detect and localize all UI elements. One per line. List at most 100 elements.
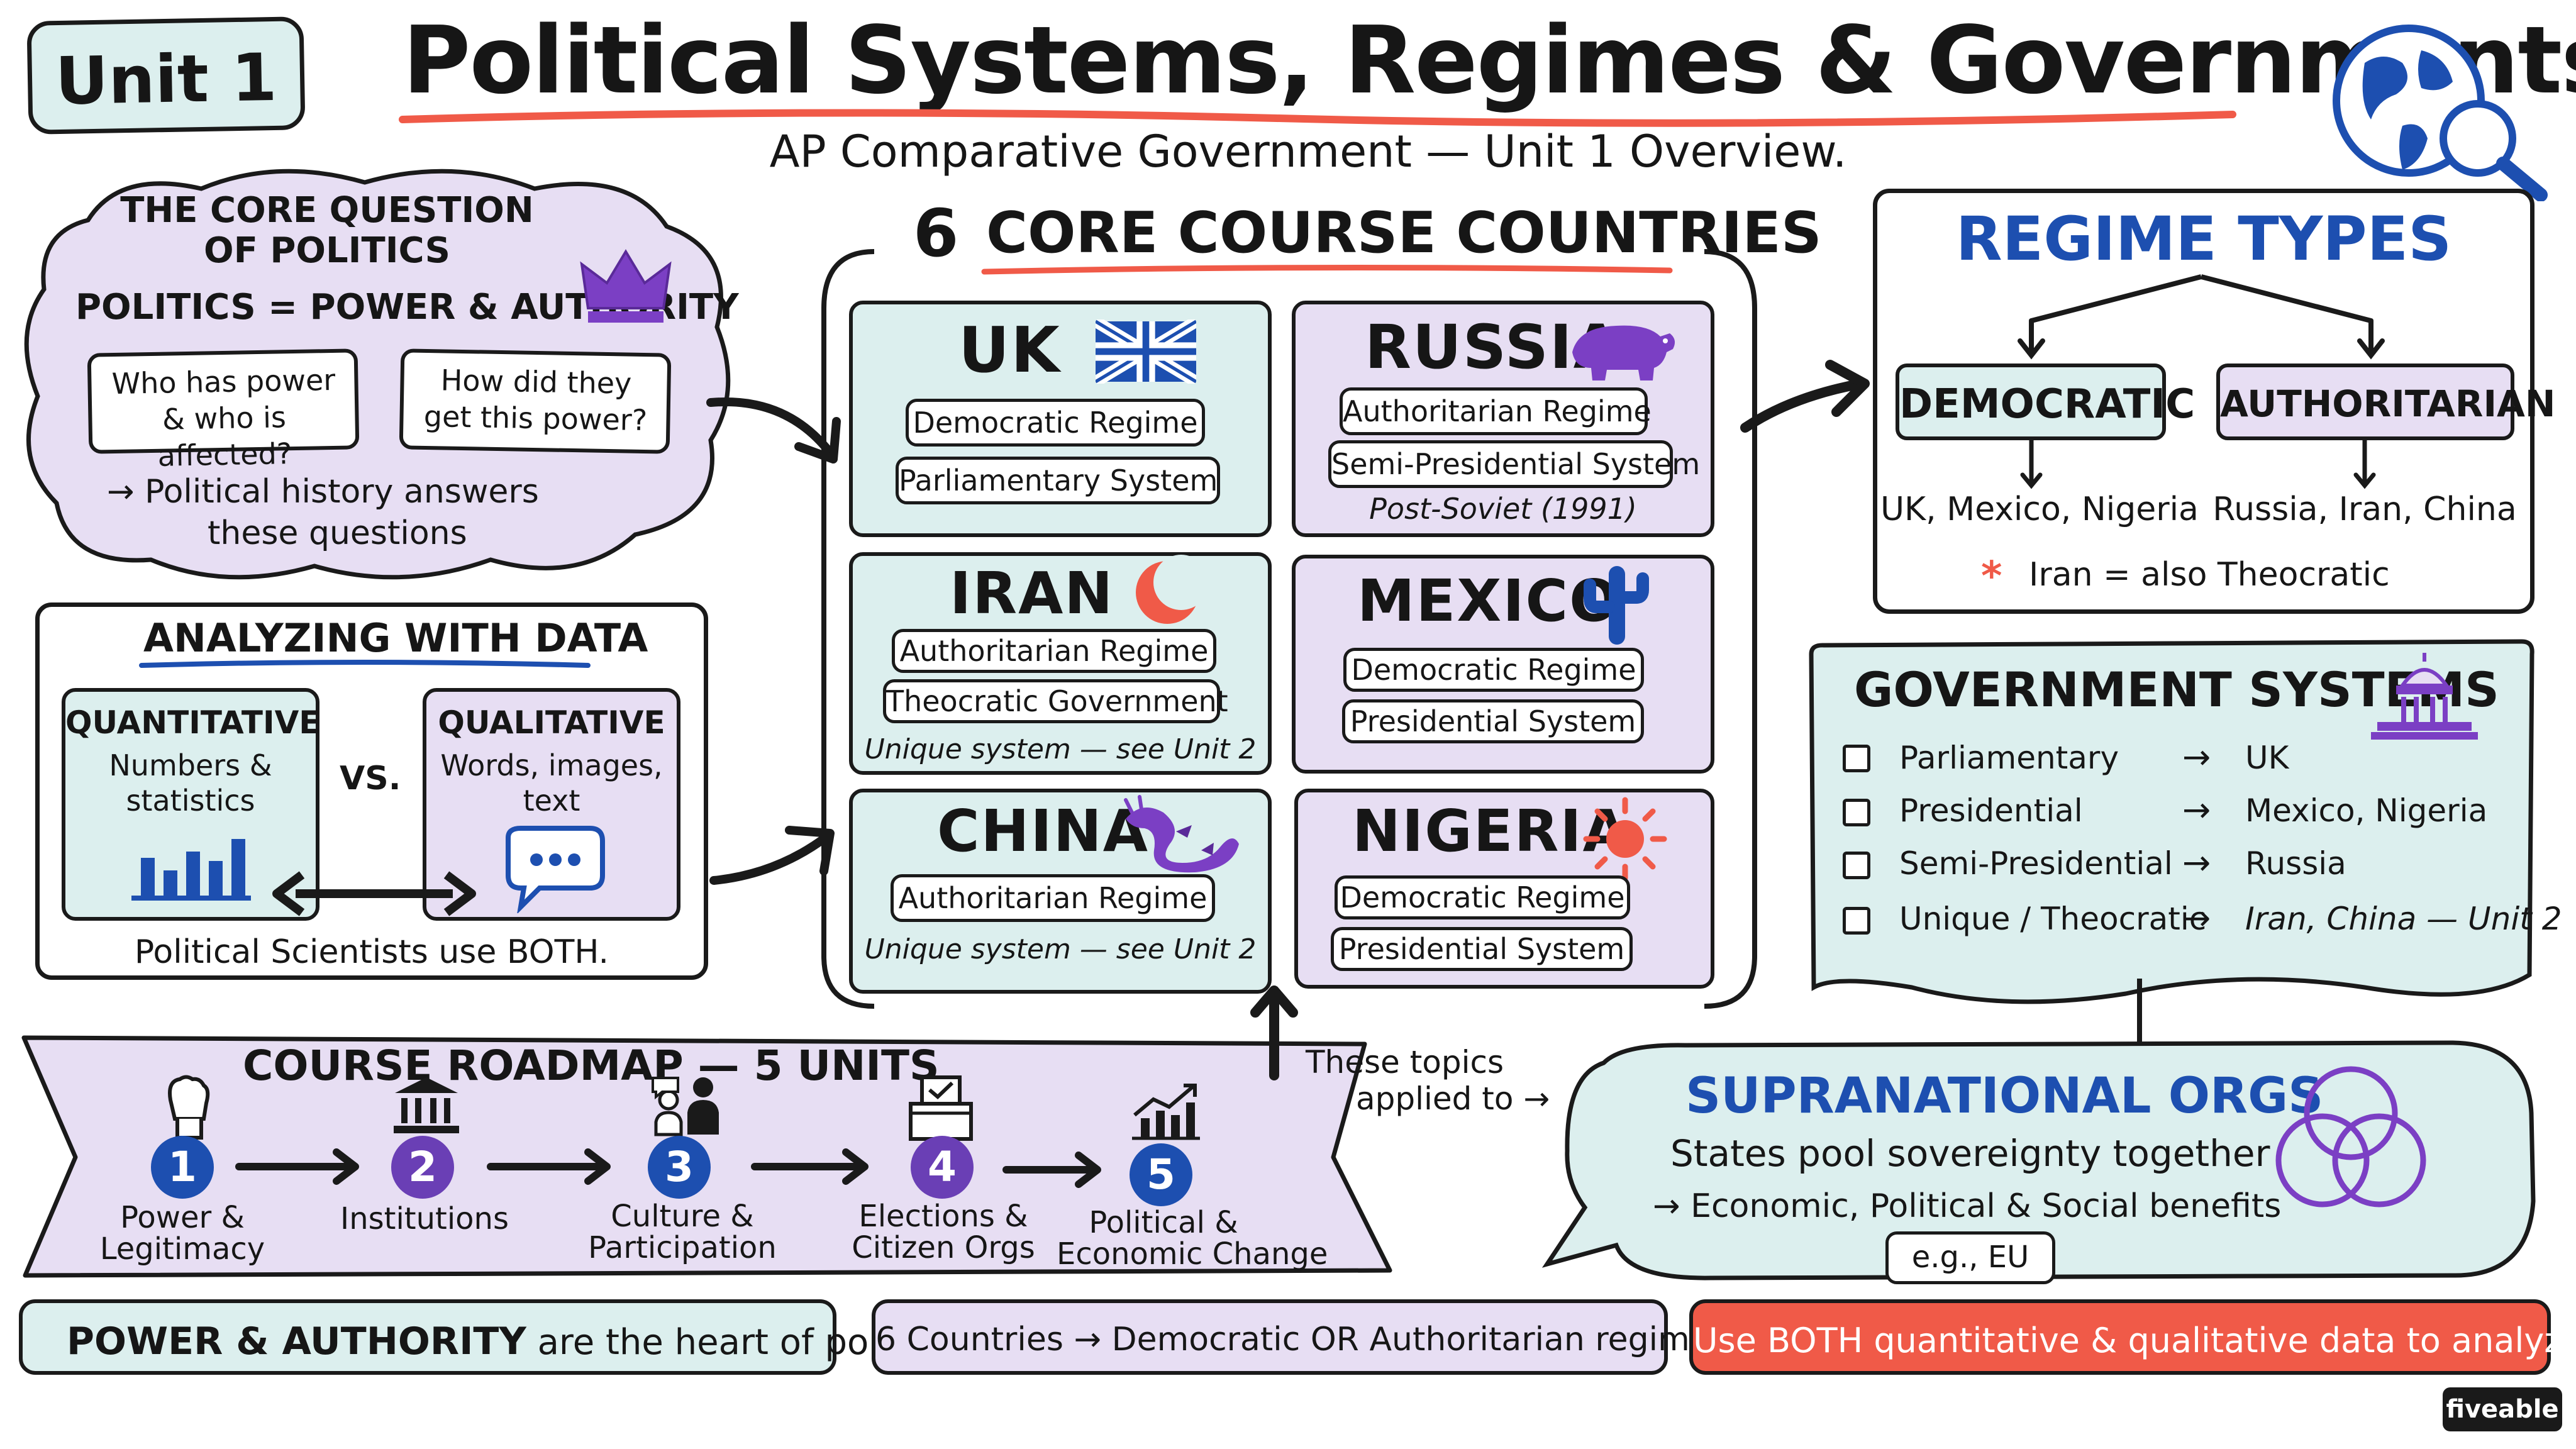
footer-pill-countries: 6 Countries → Democratic OR Authoritaria… xyxy=(872,1299,1727,1375)
raised-fist-icon xyxy=(168,1075,210,1140)
unit-1-label-1: Power & xyxy=(120,1200,245,1235)
core-question-heading-2: OF POLITICS xyxy=(203,230,451,271)
how-got-power-text: How did they get this power? xyxy=(423,363,648,438)
venn-circles-icon xyxy=(2275,1066,2426,1208)
country-name-mexico: MEXICO xyxy=(1357,567,1620,635)
system-semi-presidential: Semi-Presidential xyxy=(1899,845,2173,882)
unit-5-label-2: Economic Change xyxy=(1057,1236,1328,1272)
authoritarian-label: AUTHORITARIAN xyxy=(2220,382,2556,425)
applied-note-1: These topics xyxy=(1306,1044,1504,1080)
unit-2-label-1: Institutions xyxy=(340,1201,509,1236)
iran-tag-government: Theocratic Government xyxy=(883,679,1228,723)
regime-types-title: REGIME TYPES xyxy=(1955,204,2452,274)
roadmap-arrows xyxy=(235,1148,1101,1188)
applied-note-2: applied to → xyxy=(1356,1080,1550,1117)
system-countries-3: Russia xyxy=(2245,845,2346,882)
authoritarian-box: AUTHORITARIAN xyxy=(2216,364,2556,440)
political-scientists-note: Political Scientists use BOTH. xyxy=(134,933,609,971)
unit-4-label-2: Citizen Orgs xyxy=(852,1230,1035,1265)
systems-to-supranational-connector xyxy=(2137,979,2142,1048)
iran-note: Unique system — see Unit 2 xyxy=(864,733,1257,765)
unit-1-badge: 1 xyxy=(151,1136,214,1199)
government-systems-panel xyxy=(1809,639,2534,1004)
checkbox-unique-theocratic xyxy=(1843,907,1870,935)
footer-data-text: Use BOTH quantitative & qualitative data… xyxy=(1693,1321,2576,1360)
supranational-bubble xyxy=(1541,1040,2536,1280)
unit-2-badge: 2 xyxy=(391,1136,454,1199)
dragon-icon xyxy=(1124,795,1239,873)
system-countries-2: Mexico, Nigeria xyxy=(2245,792,2488,829)
quantitative-line2: statistics xyxy=(126,784,255,818)
countries-title: CORE COURSE COUNTRIES xyxy=(986,200,1822,266)
system-presidential: Presidential xyxy=(1899,792,2083,829)
countries-bracket xyxy=(821,249,1757,1009)
footer-pill-data: Use BOTH quantitative & qualitative data… xyxy=(1689,1299,2576,1375)
russia-tag-regime: Authoritarian Regime xyxy=(1340,387,1652,435)
unit-4-badge: 4 xyxy=(911,1136,974,1199)
people-talking-icon xyxy=(652,1077,719,1136)
mexico-tag-regime: Democratic Regime xyxy=(1343,648,1644,692)
russia-note: Post-Soviet (1991) xyxy=(1369,492,1637,526)
arrow-roadmap-to-countries xyxy=(1250,985,1298,1080)
countries-title-underline xyxy=(981,264,1673,275)
system-unique-theocratic: Unique / Theocratic xyxy=(1899,901,2207,937)
unit-3-badge: 3 xyxy=(648,1136,711,1199)
democratic-down-arrow xyxy=(2020,440,2043,489)
capitol-building-icon xyxy=(2371,653,2478,740)
theocratic-note: Iran = also Theocratic xyxy=(2029,556,2390,594)
institution-building-icon xyxy=(394,1077,459,1133)
fiveable-logo: fiveable xyxy=(2443,1387,2562,1431)
history-note-2: these questions xyxy=(208,514,467,552)
supranational-title: SUPRANATIONAL ORGS xyxy=(1685,1068,2324,1124)
unit-3-label-1: Culture & xyxy=(611,1199,754,1234)
country-name-iran: IRAN xyxy=(950,560,1114,627)
unit-3-label-2: Participation xyxy=(588,1230,777,1265)
nigeria-tag-regime: Democratic Regime xyxy=(1335,875,1630,919)
unit-badge-label: Unit 1 xyxy=(54,38,278,120)
government-systems-title: GOVERNMENT SYSTEMS xyxy=(1854,662,2499,718)
analyzing-data-underline xyxy=(139,660,591,668)
crown-icon xyxy=(580,249,672,323)
footer-pill-power: POWER & AUTHORITY are the heart of polit… xyxy=(19,1299,950,1375)
regime-types-branch xyxy=(2018,274,2385,360)
who-has-power-text: Who has power & who is affected? xyxy=(111,362,336,473)
qualitative-line2: text xyxy=(523,784,580,818)
sun-icon xyxy=(1583,797,1667,881)
unit-5-badge: 5 xyxy=(1130,1143,1192,1206)
qualitative-title: QUALITATIVE xyxy=(438,704,665,741)
russia-tag-system: Semi-Presidential System xyxy=(1328,440,1700,488)
title-underline xyxy=(399,109,2236,127)
globe-search-icon xyxy=(2333,25,2548,201)
uk-flag-icon xyxy=(1096,319,1196,384)
quantitative-card: QUANTITATIVE Numbers & statistics xyxy=(62,688,320,921)
checkbox-semi-presidential xyxy=(1843,852,1870,879)
bar-chart-icon xyxy=(131,839,251,901)
arrow-countries-to-regimes xyxy=(1740,360,1870,433)
checkbox-parliamentary xyxy=(1843,745,1870,772)
bear-icon xyxy=(1572,325,1675,380)
country-name-china: CHINA xyxy=(937,797,1149,865)
qualitative-card: QUALITATIVE Words, images, text xyxy=(423,688,680,921)
democratic-box: DEMOCRATIC xyxy=(1896,364,2195,440)
china-tag-regime: Authoritarian Regime xyxy=(891,874,1215,922)
footer-power-strong: POWER & AUTHORITY xyxy=(67,1319,526,1363)
china-note: Unique system — see Unit 2 xyxy=(864,933,1257,965)
footer-pill-power-text: POWER & AUTHORITY are the heart of polit… xyxy=(67,1319,950,1363)
authoritarian-examples: Russia, Iran, China xyxy=(2212,491,2517,528)
system-countries-1: UK xyxy=(2245,740,2289,776)
core-question-cloud xyxy=(24,169,731,580)
system-arrow-1: → xyxy=(2182,737,2211,777)
analyzing-data-title: ANALYZING WITH DATA xyxy=(143,615,648,661)
core-question-heading-1: THE CORE QUESTION xyxy=(120,190,534,231)
double-arrow-icon xyxy=(272,871,476,916)
arrow-cloud-to-countries xyxy=(706,397,841,464)
country-name-uk: UK xyxy=(958,313,1061,387)
ballot-box-icon xyxy=(909,1075,973,1141)
system-arrow-2: → xyxy=(2182,790,2211,830)
growth-chart-icon xyxy=(1132,1084,1200,1140)
system-arrow-4: → xyxy=(2182,898,2211,938)
iran-tag-regime: Authoritarian Regime xyxy=(892,629,1216,673)
democratic-examples: UK, Mexico, Nigeria xyxy=(1880,491,2199,528)
system-countries-4: Iran, China — Unit 2 xyxy=(2245,901,2562,937)
cactus-icon xyxy=(1584,566,1649,645)
